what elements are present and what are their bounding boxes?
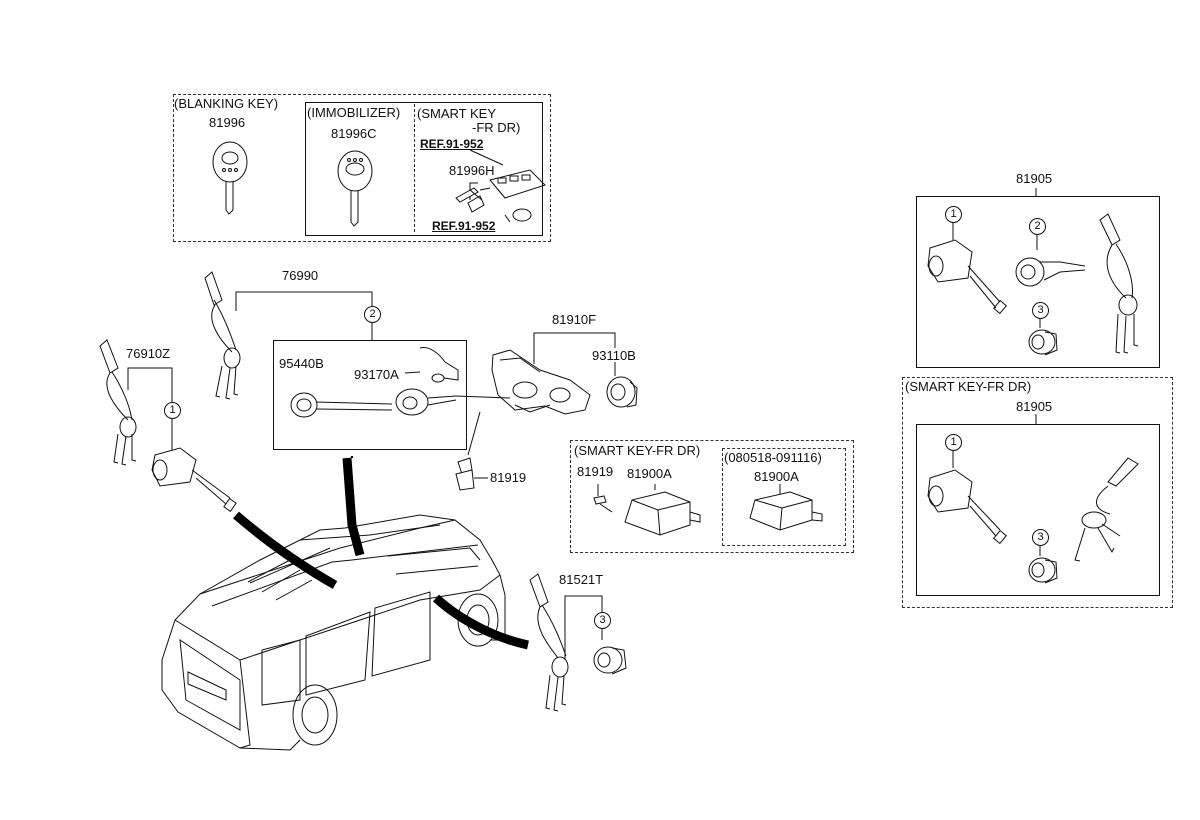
key-group-box — [173, 94, 551, 242]
part-number: 81919 — [577, 464, 614, 479]
bolt-icon-81919-smart — [593, 484, 613, 513]
part-number: 81521T — [559, 572, 604, 587]
smart-key-fr-dr-label-mid: (SMART KEY-FR DR) — [574, 443, 701, 458]
ref-label-bottom: REF.91-952 — [432, 219, 496, 233]
smart-key-module-icon-1 — [624, 491, 701, 536]
part-number: 81905 — [1016, 171, 1053, 186]
smart-key-label-line1: (SMART KEY — [417, 106, 496, 121]
part-number: 81910F — [552, 312, 597, 327]
smart-key-module-icon-2 — [749, 491, 823, 531]
key-set-icon-76910z — [99, 339, 137, 466]
box-divider — [414, 104, 415, 232]
tailgate-lock-icon-right-top — [1028, 329, 1058, 356]
steering-lock-body-icon — [455, 349, 591, 456]
callout-circle: 3 — [594, 612, 611, 629]
door-lock-cylinder-icon-left — [151, 447, 237, 513]
ref-label-top: REF.91-952 — [420, 137, 484, 151]
callout-circle: 3 — [1032, 302, 1049, 319]
part-number: 81996H — [449, 163, 495, 178]
ignition-cylinder-icon — [290, 346, 459, 418]
date-range-box — [722, 448, 846, 546]
immobilizer-key-icon — [337, 150, 373, 227]
part-number: 95440B — [279, 356, 324, 371]
callout-circle: 2 — [364, 306, 381, 323]
lock-set-box-top — [916, 196, 1160, 368]
callout-circle: 1 — [945, 434, 962, 451]
key-reminder-switch-icon — [606, 376, 638, 408]
tailgate-lock-icon — [593, 646, 627, 675]
part-number: 81919 — [490, 470, 527, 485]
part-number: 81905 — [1016, 399, 1053, 414]
part-number: 93170A — [354, 367, 399, 382]
smart-key-blade-set-icon — [1074, 457, 1139, 562]
part-number: 81900A — [754, 469, 799, 484]
vehicle-outline-icon — [161, 514, 506, 751]
blanking-key-label: (BLANKING KEY) — [174, 96, 279, 111]
callout-circle: 3 — [1032, 529, 1049, 546]
ignition-parts-box — [273, 340, 467, 450]
key-set-icon-76990 — [204, 271, 241, 400]
smart-key-module-box — [570, 440, 854, 553]
immobilizer-smartkey-box — [305, 102, 543, 236]
ignition-cylinder-icon-right — [1015, 257, 1086, 287]
callout-circle: 2 — [1029, 218, 1046, 235]
key-set-icon-81521t — [529, 573, 569, 712]
callout-circle: 1 — [945, 206, 962, 223]
smart-key-fob-icon — [455, 149, 546, 223]
bolt-icon-81919-main — [455, 457, 488, 491]
part-number: 76990 — [282, 268, 319, 283]
lock-set-box-bottom — [916, 424, 1160, 596]
key-set-icon-right-top — [1099, 213, 1139, 354]
immobilizer-label: (IMMOBILIZER) — [307, 105, 401, 120]
part-number: 81900A — [627, 466, 672, 481]
door-lock-cylinder-icon-right-top — [927, 239, 1007, 315]
part-number: 81996C — [331, 126, 377, 141]
callout-circle: 1 — [164, 402, 181, 419]
smart-key-label-line2: -FR DR) — [472, 120, 521, 135]
part-number: 76910Z — [126, 346, 171, 361]
blanking-key-icon — [212, 141, 248, 215]
smart-key-fr-dr-label-right: (SMART KEY-FR DR) — [905, 379, 1032, 394]
date-range-label: (080518-091116) — [724, 450, 822, 465]
smart-key-lock-set-box — [902, 377, 1173, 608]
tailgate-lock-icon-right-bottom — [1028, 557, 1058, 584]
part-number: 93110B — [592, 348, 636, 363]
part-number: 81996 — [209, 115, 246, 130]
door-lock-cylinder-icon-right-bottom — [927, 469, 1007, 545]
